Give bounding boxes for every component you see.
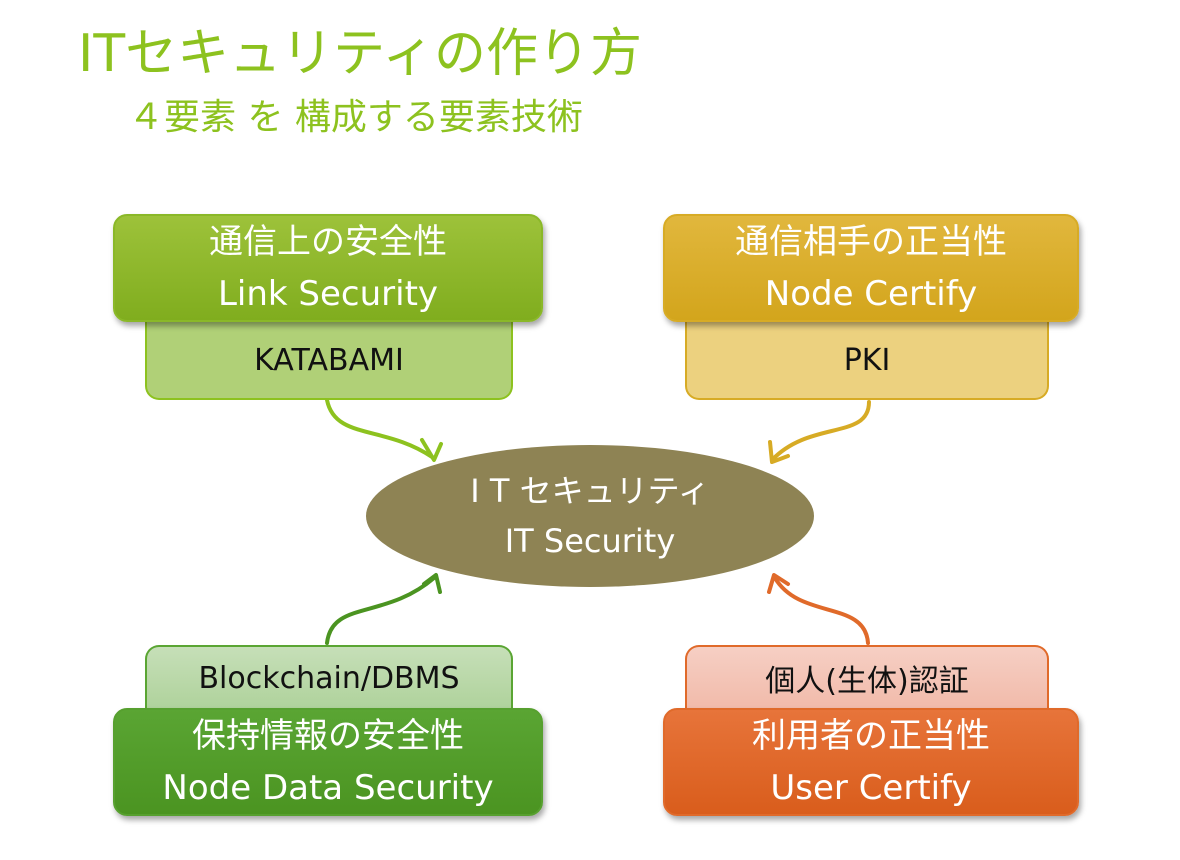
- slide-title: ITセキュリティの作り方: [78, 24, 642, 84]
- user-certify-technology: 個人(生体)認証: [765, 664, 969, 699]
- link-security-title-ja: 通信上の安全性: [209, 222, 447, 262]
- arrow-user-to-center: [767, 573, 870, 645]
- center-title-en: IT Security: [504, 522, 676, 560]
- arrow-link-to-center: [325, 398, 443, 462]
- node-certify-title-ja: 通信相手の正当性: [735, 222, 1007, 262]
- arrow-data-to-center: [325, 573, 442, 645]
- node-certify-title-en: Node Certify: [764, 274, 978, 314]
- center-title-ja: I T セキュリティ: [470, 472, 710, 510]
- link-security-box: 通信上の安全性 Link Security: [113, 214, 543, 322]
- user-certify-title-ja: 利用者の正当性: [752, 716, 990, 756]
- node-certify-box: 通信相手の正当性 Node Certify: [663, 214, 1079, 322]
- link-security-technology: KATABAMI: [254, 342, 404, 378]
- link-security-technology-box: KATABAMI: [145, 310, 513, 400]
- it-security-ellipse: I T セキュリティ IT Security: [366, 445, 814, 587]
- user-certify-title-en: User Certify: [770, 768, 972, 808]
- slide-subtitle: ４要素 を 構成する要素技術: [128, 97, 583, 138]
- node-data-security-box: 保持情報の安全性 Node Data Security: [113, 708, 543, 816]
- link-security-title-en: Link Security: [217, 274, 439, 314]
- node-data-title-ja: 保持情報の安全性: [192, 716, 464, 756]
- node-data-technology: Blockchain/DBMS: [198, 660, 460, 696]
- arrow-node-to-center: [768, 400, 871, 464]
- node-certify-technology: PKI: [843, 342, 891, 378]
- node-data-title-en: Node Data Security: [162, 768, 494, 808]
- user-certify-box: 利用者の正当性 User Certify: [663, 708, 1079, 816]
- node-certify-technology-box: PKI: [685, 310, 1049, 400]
